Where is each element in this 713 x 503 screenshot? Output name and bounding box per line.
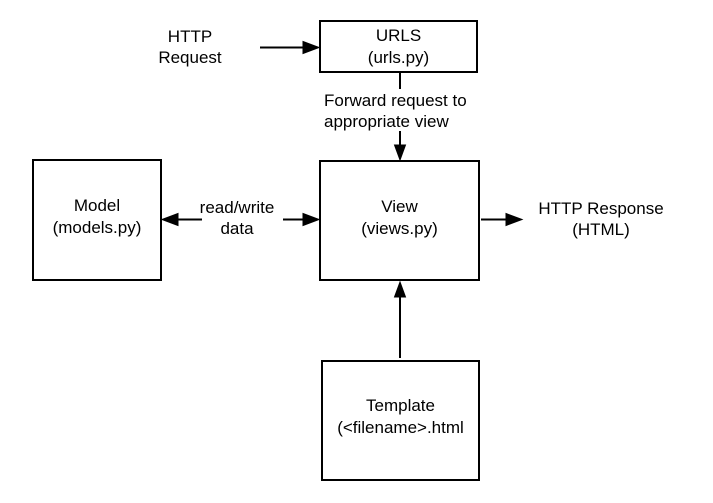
label-http-response-line2: (HTML) bbox=[572, 220, 630, 239]
label-http-request: HTTP Request bbox=[148, 26, 232, 68]
label-forward-request-line1: Forward request to bbox=[324, 91, 467, 110]
arrow-view-to-model bbox=[160, 212, 202, 227]
label-read-write-line2: data bbox=[220, 219, 254, 238]
node-view: View (views.py) bbox=[319, 160, 480, 281]
label-read-write-data: read/write data bbox=[172, 197, 302, 239]
arrow-view-to-http-response bbox=[481, 212, 524, 227]
arrowhead-right-icon bbox=[302, 212, 321, 227]
node-urls: URLS (urls.py) bbox=[319, 20, 478, 73]
node-template: Template (<filename>.html bbox=[321, 360, 480, 481]
node-view-subtitle: (views.py) bbox=[361, 218, 438, 238]
node-model: Model (models.py) bbox=[32, 159, 162, 281]
arrowhead-right-icon bbox=[302, 40, 321, 55]
node-view-title: View bbox=[381, 196, 418, 216]
label-http-response: HTTP Response (HTML) bbox=[528, 198, 674, 240]
node-urls-title: URLS bbox=[375, 25, 422, 45]
label-forward-request: Forward request to appropriate view bbox=[324, 90, 484, 132]
arrowhead-up-icon bbox=[393, 280, 407, 298]
label-http-response-line1: HTTP Response bbox=[538, 199, 664, 218]
arrow-forward-to-view bbox=[393, 131, 407, 162]
node-model-subtitle: (models.py) bbox=[52, 218, 142, 237]
node-template-title: Template bbox=[366, 395, 435, 415]
label-read-write-line1: read/write bbox=[199, 198, 275, 217]
node-template-subtitle: (<filename>.html bbox=[337, 417, 464, 437]
label-forward-request-line2: appropriate view bbox=[324, 112, 449, 131]
arrowhead-left-icon bbox=[160, 212, 179, 227]
arrow-template-to-view bbox=[393, 280, 407, 358]
node-model-title: Model bbox=[73, 196, 121, 215]
label-http-request-line1: HTTP bbox=[167, 27, 213, 46]
arrowhead-down-icon bbox=[393, 144, 407, 162]
node-urls-subtitle: (urls.py) bbox=[367, 47, 430, 67]
arrowhead-right-icon bbox=[505, 212, 524, 227]
label-http-request-line2: Request bbox=[158, 48, 222, 67]
arrow-model-to-view bbox=[283, 212, 321, 227]
arrow-http-request-to-urls bbox=[260, 40, 321, 55]
